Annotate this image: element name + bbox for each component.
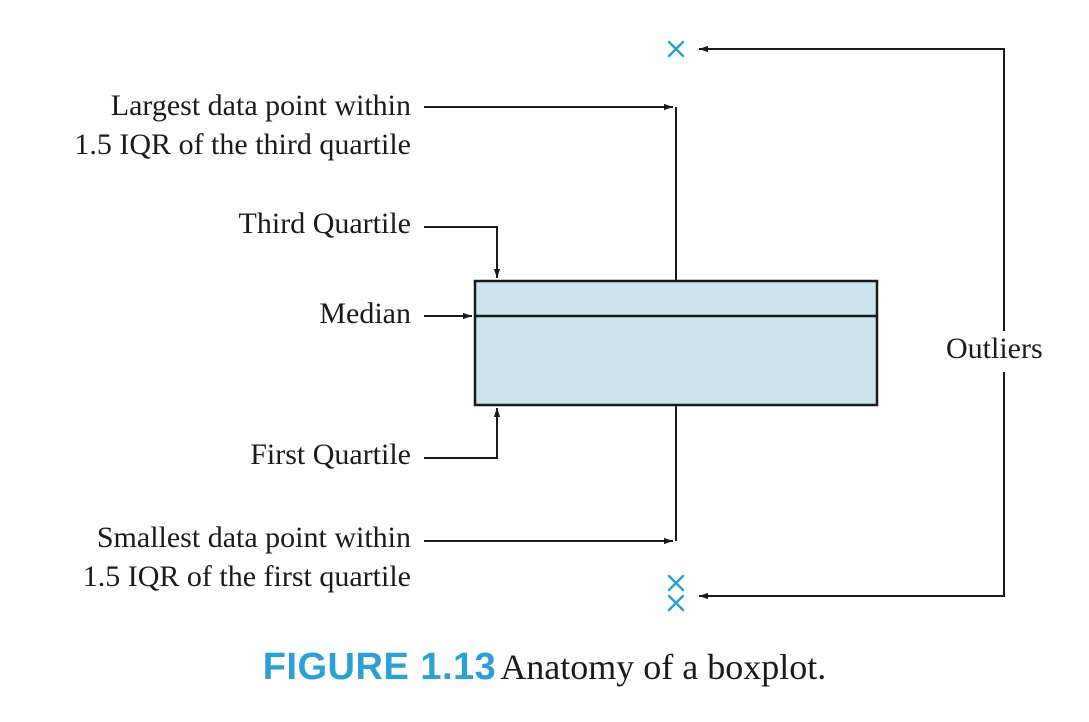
iqr-box — [473, 279, 879, 407]
outliers-bracket-top — [699, 45, 1005, 331]
third-quartile-label: Third Quartile — [238, 207, 411, 240]
outliers-label: Outliers — [944, 331, 1045, 367]
smallest-label-line2: 1.5 IQR of the first quartile — [82, 560, 411, 593]
largest-label-line2: 1.5 IQR of the third quartile — [74, 128, 411, 161]
median-label: Median — [319, 297, 411, 330]
outliers-bracket-bottom — [699, 372, 1005, 600]
largest-label-line1: Largest data point within — [110, 89, 411, 122]
figure-number: FIGURE 1.13 — [262, 646, 497, 688]
third-quartile-arrow — [424, 226, 501, 278]
smallest-label-line1: Smallest data point within — [96, 521, 411, 554]
outlier-marker-bottom-1 — [667, 574, 685, 592]
outlier-marker-top — [667, 40, 685, 58]
figure-caption: FIGURE 1.13 Anatomy of a boxplot. — [0, 646, 1089, 689]
first-quartile-arrow — [424, 408, 501, 459]
first-quartile-label: First Quartile — [250, 438, 411, 471]
caption-text: Anatomy of a boxplot. — [500, 647, 827, 687]
outlier-marker-bottom-2 — [667, 594, 685, 612]
